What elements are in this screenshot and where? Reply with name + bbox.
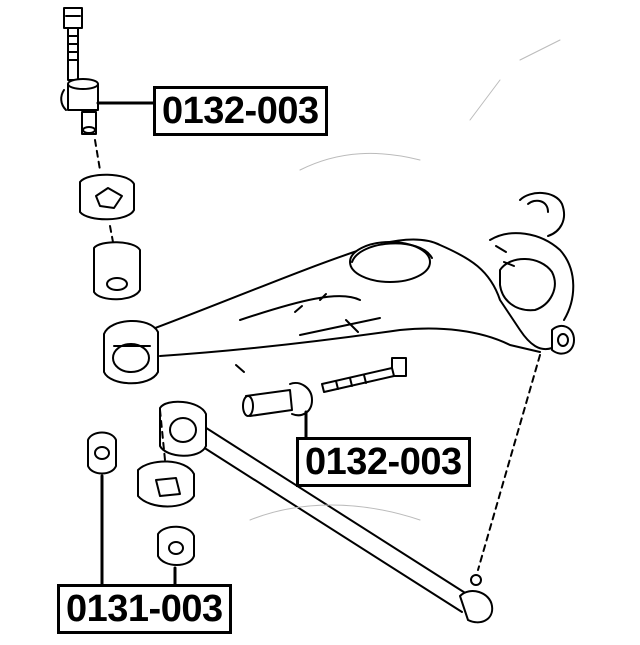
part-number-callout-bottom: 0131-003 (57, 584, 232, 634)
part-number-callout-top: 0132-003 (153, 86, 328, 136)
dashed-axis-rod (159, 409, 166, 461)
rubber-block-bottom (137, 460, 195, 508)
knuckle (489, 192, 575, 355)
dashed-axis-mid (109, 225, 114, 243)
part-number-callout-middle: 0132-003 (296, 437, 471, 487)
middle-bolt (321, 357, 407, 393)
background-outlines (249, 39, 561, 521)
dashed-axis-top (94, 139, 101, 171)
top-bushing (60, 78, 99, 135)
top-bolt (63, 7, 83, 81)
small-bushing-bottom (157, 525, 195, 566)
arm-front-bushing (103, 319, 159, 385)
lateral-rod (159, 400, 494, 624)
trailing-arm (149, 238, 553, 373)
rubber-block-upper (79, 173, 135, 221)
bushing-0131 (87, 431, 117, 475)
dashed-axis-knuckle (477, 354, 541, 571)
rubber-block-lower (93, 241, 141, 301)
middle-bushing (242, 382, 313, 417)
